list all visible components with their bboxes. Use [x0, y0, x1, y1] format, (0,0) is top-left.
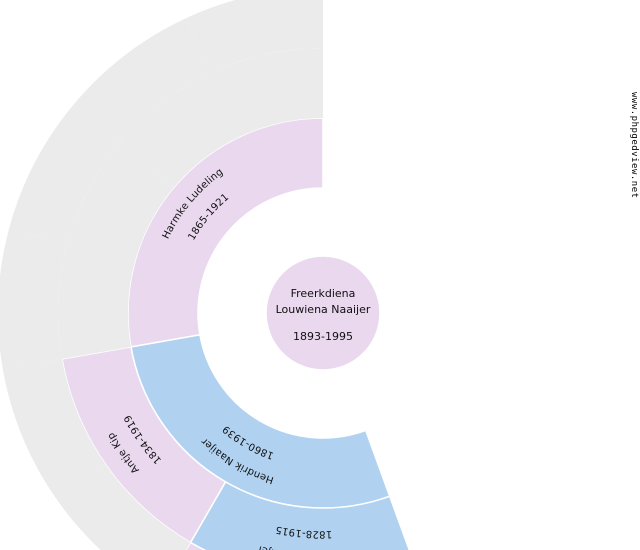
fan-segment-empty — [2, 359, 106, 500]
fan-segment-name: Hindrik Hindriks — [0, 0, 42, 3]
fan-segments-layer[interactable] — [0, 0, 454, 550]
fan-segment-dates: 1749-1793 — [0, 0, 28, 3]
fan-segment-name: Orsel — [0, 0, 14, 3]
center-person-dates: 1893-1995 — [293, 330, 353, 343]
fan-segment-name: Naaijer — [0, 0, 19, 3]
center-person-circle[interactable] — [265, 255, 381, 371]
fan-segment-empty — [0, 228, 68, 370]
center-person-name-line-1: Freerkdiena — [291, 287, 356, 300]
fan-segment-empty — [74, 18, 212, 143]
fan-segment-person[interactable] — [161, 541, 300, 550]
center-person-group[interactable]: Freerkdiena Louwiena Naaijer 1893-1995 — [265, 255, 381, 371]
fan-segment-name: Grietje Lamberts — [0, 0, 44, 3]
center-person-name-line-2: Louwiena Naaijer — [276, 303, 371, 316]
fan-segment-empty — [185, 0, 323, 73]
fan-segment-empty — [58, 142, 174, 360]
fan-segment-dates: 1750-1797 — [0, 0, 28, 3]
fan-segment-empty — [119, 48, 323, 188]
fan-segment-empty — [9, 104, 120, 245]
fan-segment-empty — [56, 464, 191, 550]
watermark-label: www.phpgedview.net — [629, 92, 639, 199]
